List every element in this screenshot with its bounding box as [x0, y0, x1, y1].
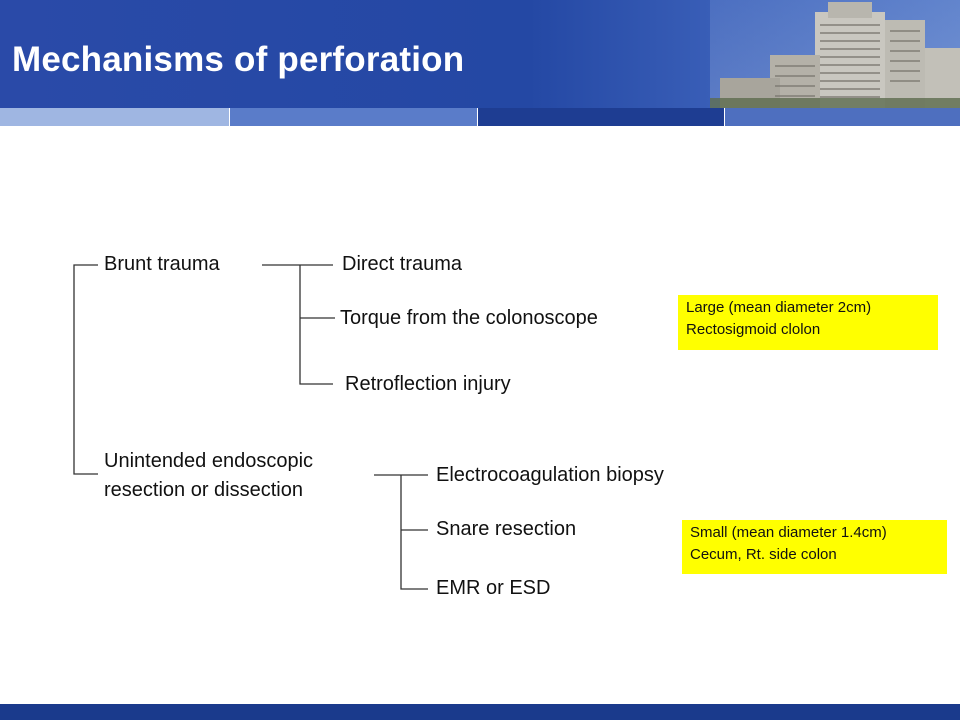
node-direct-trauma: Direct trauma [342, 253, 463, 275]
note-small: Small (mean diameter 1.4cm) Cecum, Rt. s… [682, 520, 947, 574]
slide-title: Mechanisms of perforation [12, 40, 465, 79]
note-large-line1: Large (mean diameter 2cm) [686, 299, 872, 316]
node-unintended-line1: Unintended endoscopic [104, 450, 314, 472]
node-brunt-trauma: Brunt trauma [104, 253, 220, 275]
slide-header: Mechanisms of perforation [0, 0, 960, 108]
note-small-line2: Cecum, Rt. side colon [690, 546, 837, 563]
node-unintended-line2: resection or dissection [104, 479, 303, 501]
node-electrocoagulation: Electrocoagulation biopsy [436, 464, 664, 486]
note-large-line2: Rectosigmoid clolon [686, 321, 821, 338]
header-stripe-mid [230, 108, 477, 126]
header-stripe-dark [478, 108, 724, 126]
hospital-building-image [710, 0, 960, 108]
node-retroflection: Retroflection injury [345, 373, 511, 395]
header-stripe-light [0, 108, 229, 126]
node-snare-resection: Snare resection [436, 518, 577, 540]
note-large: Large (mean diameter 2cm) Rectosigmoid c… [678, 295, 938, 350]
slide-footer-bar [0, 704, 960, 720]
node-emr-esd: EMR or ESD [436, 577, 551, 599]
node-torque: Torque from the colonoscope [340, 307, 598, 329]
note-small-line1: Small (mean diameter 1.4cm) [690, 524, 887, 541]
header-stripe-right [725, 108, 960, 126]
